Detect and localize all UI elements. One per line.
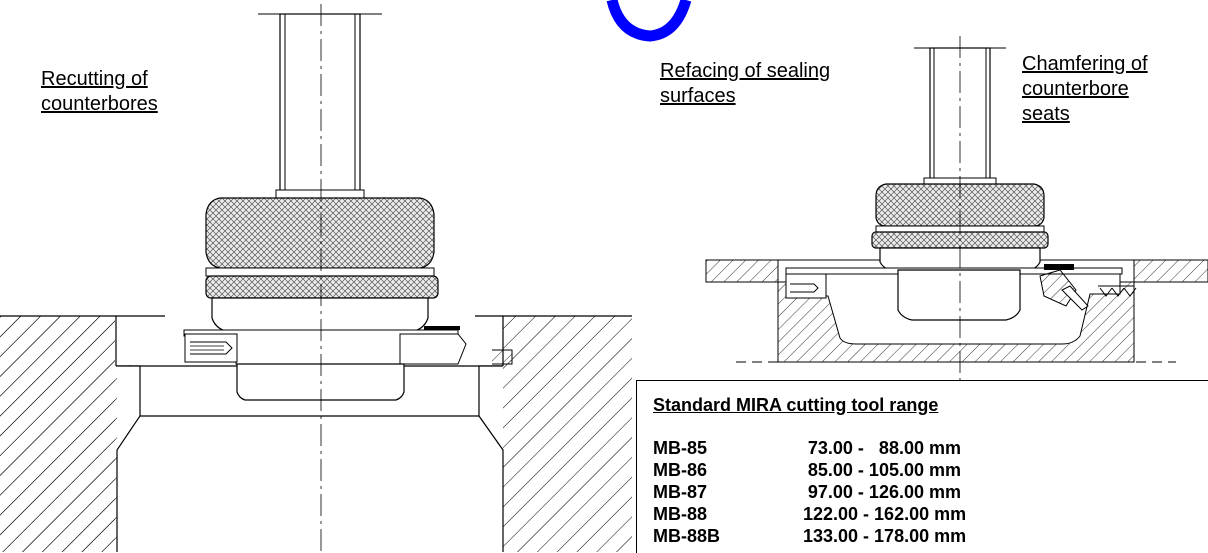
label-recutting: Recutting of counterbores bbox=[41, 68, 158, 115]
right-flange-left bbox=[705, 259, 779, 283]
left-pilot bbox=[236, 363, 405, 401]
right-assembly bbox=[705, 36, 1208, 380]
right-flange-right bbox=[1133, 259, 1208, 283]
table-row: MB-86 85.00 - 105.00 mm bbox=[653, 460, 961, 480]
tool-range-table: Standard MIRA cutting tool range MB-85 7… bbox=[636, 380, 1208, 553]
right-pilot bbox=[897, 269, 1021, 321]
left-knurled-nut bbox=[205, 197, 435, 269]
label-chamfering: Chamfering of counterbore seats bbox=[1022, 53, 1148, 125]
blue-arc-fragment bbox=[606, 0, 692, 42]
table-row: MB-88 122.00 - 162.00 mm bbox=[653, 504, 967, 524]
left-assembly bbox=[0, 4, 632, 552]
left-ring bbox=[205, 275, 439, 299]
table-row: MB-85 73.00 - 88.00 mm bbox=[653, 438, 961, 458]
left-shaft bbox=[279, 13, 361, 197]
tool-range-title: Standard MIRA cutting tool range bbox=[653, 395, 939, 415]
label-refacing: Refacing of sealing surfaces bbox=[660, 60, 831, 107]
table-row: MB-87 97.00 - 126.00 mm bbox=[653, 482, 961, 502]
table-row: MB-88B 133.00 - 178.00 mm bbox=[653, 526, 967, 546]
